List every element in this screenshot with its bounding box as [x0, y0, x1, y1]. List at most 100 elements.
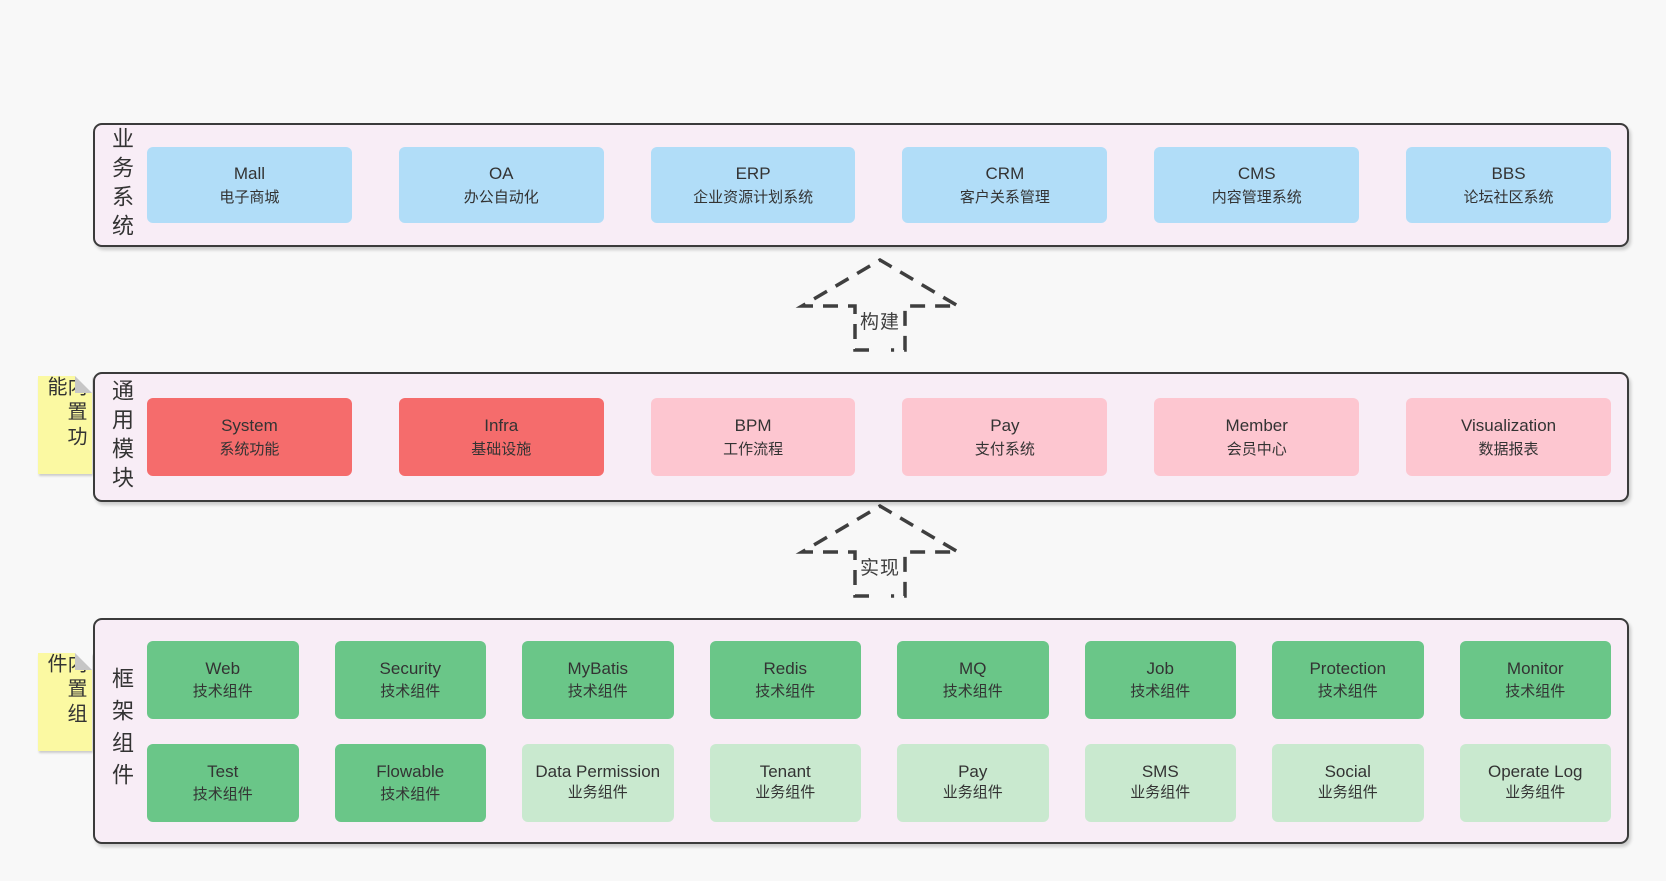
box-title: CMS [1237, 164, 1276, 183]
box-subtitle: 办公自动化 [463, 188, 539, 206]
box-subtitle: 业务组件 [567, 783, 628, 801]
arrow-label-implement: 实现 [856, 552, 904, 581]
note-built-in-components: 内置组件 [38, 653, 92, 751]
box-title: System [221, 416, 278, 435]
box-cms: CMS 内容管理系统 [1154, 147, 1360, 223]
box-subtitle: 技术组件 [1317, 683, 1378, 700]
box-subtitle: 技术组件 [1130, 683, 1191, 700]
box-member: Member 会员中心 [1154, 398, 1360, 476]
layer-label-column: 通用模块 [95, 374, 147, 500]
box-subtitle: 业务组件 [942, 783, 1003, 801]
box-title: Redis [763, 658, 807, 678]
modules-boxes-area: System 系统功能 Infra 基础设施 BPM 工作流程 Pay 支付系统… [147, 374, 1627, 500]
box-title: CRM [985, 164, 1025, 183]
box-flowable: Flowable 技术组件 [334, 743, 486, 822]
box-subtitle: 技术组件 [1505, 683, 1566, 700]
box-subtitle: 技术组件 [192, 683, 253, 700]
box-title: Pay [958, 761, 988, 781]
box-test: Test 技术组件 [147, 743, 299, 822]
arrow-up-build-icon [795, 257, 965, 352]
box-title: MQ [959, 658, 987, 678]
box-bpm: BPM 工作流程 [650, 398, 856, 476]
box-subtitle: 会员中心 [1226, 440, 1287, 458]
note-label: 内置功能 [44, 376, 86, 451]
box-crm: CRM 客户关系管理 [902, 147, 1108, 223]
layer-business-systems: 业务系统 Mall 电子商城 OA 办公自动化 ERP 企业资源计划系统 CRM… [93, 123, 1629, 247]
box-job: Job 技术组件 [1084, 640, 1236, 719]
box-title: Test [207, 761, 239, 781]
box-title: MyBatis [567, 658, 628, 678]
box-erp: ERP 企业资源计划系统 [650, 147, 856, 223]
box-subtitle: 论坛社区系统 [1463, 188, 1554, 206]
box-title: Data Permission [535, 761, 661, 781]
box-title: Social [1324, 761, 1371, 781]
box-title: SMS [1141, 761, 1179, 781]
box-title: Operate Log [1487, 761, 1583, 781]
box-protection: Protection 技术组件 [1272, 640, 1424, 719]
box-subtitle: 业务组件 [1505, 783, 1566, 801]
box-title: Visualization [1460, 416, 1557, 435]
box-security: Security 技术组件 [334, 640, 486, 719]
box-title: Protection [1309, 658, 1387, 678]
box-pay-component: Pay 业务组件 [897, 743, 1049, 822]
box-mall: Mall 电子商城 [147, 147, 352, 223]
box-title: Infra [484, 416, 519, 435]
box-title: OA [488, 164, 514, 183]
layer-common-modules: 通用模块 System 系统功能 Infra 基础设施 BPM 工作流程 Pay… [93, 372, 1629, 502]
box-bbs: BBS 论坛社区系统 [1406, 147, 1611, 223]
box-title: Flowable [376, 761, 445, 781]
components-box-row-2: Test 技术组件 Flowable 技术组件 Data Permission … [147, 743, 1611, 822]
box-subtitle: 业务组件 [755, 783, 816, 801]
box-subtitle: 内容管理系统 [1211, 188, 1302, 206]
layer-label-column: 框架组件 [95, 620, 147, 842]
box-social: Social 业务组件 [1272, 743, 1424, 822]
box-title: Security [379, 658, 441, 678]
box-subtitle: 客户关系管理 [959, 188, 1050, 206]
box-mybatis: MyBatis 技术组件 [522, 640, 674, 719]
box-subtitle: 系统功能 [219, 440, 280, 458]
box-title: Tenant [759, 761, 811, 781]
box-subtitle: 技术组件 [567, 683, 628, 700]
box-title: ERP [735, 164, 771, 183]
layer-label-column: 业务系统 [95, 125, 147, 245]
box-tenant: Tenant 业务组件 [709, 743, 861, 822]
box-pay-module: Pay 支付系统 [902, 398, 1108, 476]
box-sms: SMS 业务组件 [1084, 743, 1236, 822]
box-operate-log: Operate Log 业务组件 [1459, 743, 1611, 822]
box-title: BBS [1491, 164, 1526, 183]
box-oa: OA 办公自动化 [398, 147, 604, 223]
components-box-row-1: Web 技术组件 Security 技术组件 MyBatis 技术组件 Redi… [147, 640, 1611, 719]
layer-label-business: 业务系统 [109, 127, 134, 243]
box-subtitle: 技术组件 [380, 786, 441, 803]
business-boxes-area: Mall 电子商城 OA 办公自动化 ERP 企业资源计划系统 CRM 客户关系… [147, 125, 1627, 245]
box-mq: MQ 技术组件 [897, 640, 1049, 719]
box-monitor: Monitor 技术组件 [1459, 640, 1611, 719]
box-infra: Infra 基础设施 [398, 398, 604, 476]
business-box-row: Mall 电子商城 OA 办公自动化 ERP 企业资源计划系统 CRM 客户关系… [147, 147, 1611, 223]
box-subtitle: 技术组件 [755, 683, 816, 700]
components-boxes-area: Web 技术组件 Security 技术组件 MyBatis 技术组件 Redi… [147, 620, 1627, 842]
modules-box-row: System 系统功能 Infra 基础设施 BPM 工作流程 Pay 支付系统… [147, 398, 1611, 476]
box-title: Mall [233, 164, 265, 183]
box-subtitle: 技术组件 [380, 683, 441, 700]
arrow-label-build: 构建 [856, 306, 904, 335]
box-data-permission: Data Permission 业务组件 [522, 743, 674, 822]
layer-framework-components: 框架组件 Web 技术组件 Security 技术组件 MyBatis 技术组件… [93, 618, 1629, 844]
box-subtitle: 数据报表 [1478, 440, 1539, 458]
box-redis: Redis 技术组件 [709, 640, 861, 719]
layer-label-modules: 通用模块 [109, 379, 134, 495]
box-subtitle: 工作流程 [723, 440, 784, 458]
box-subtitle: 企业资源计划系统 [693, 188, 814, 206]
box-title: Member [1225, 416, 1288, 435]
box-title: BPM [734, 416, 772, 435]
box-title: Pay [990, 416, 1020, 435]
box-subtitle: 业务组件 [1130, 783, 1191, 801]
layer-label-components: 框架组件 [109, 667, 134, 795]
box-title: Web [205, 658, 241, 678]
box-system: System 系统功能 [147, 398, 352, 476]
box-title: Job [1146, 658, 1174, 678]
box-subtitle: 技术组件 [192, 786, 253, 803]
box-subtitle: 基础设施 [471, 440, 532, 458]
box-subtitle: 技术组件 [942, 683, 1003, 700]
box-subtitle: 支付系统 [974, 440, 1035, 458]
